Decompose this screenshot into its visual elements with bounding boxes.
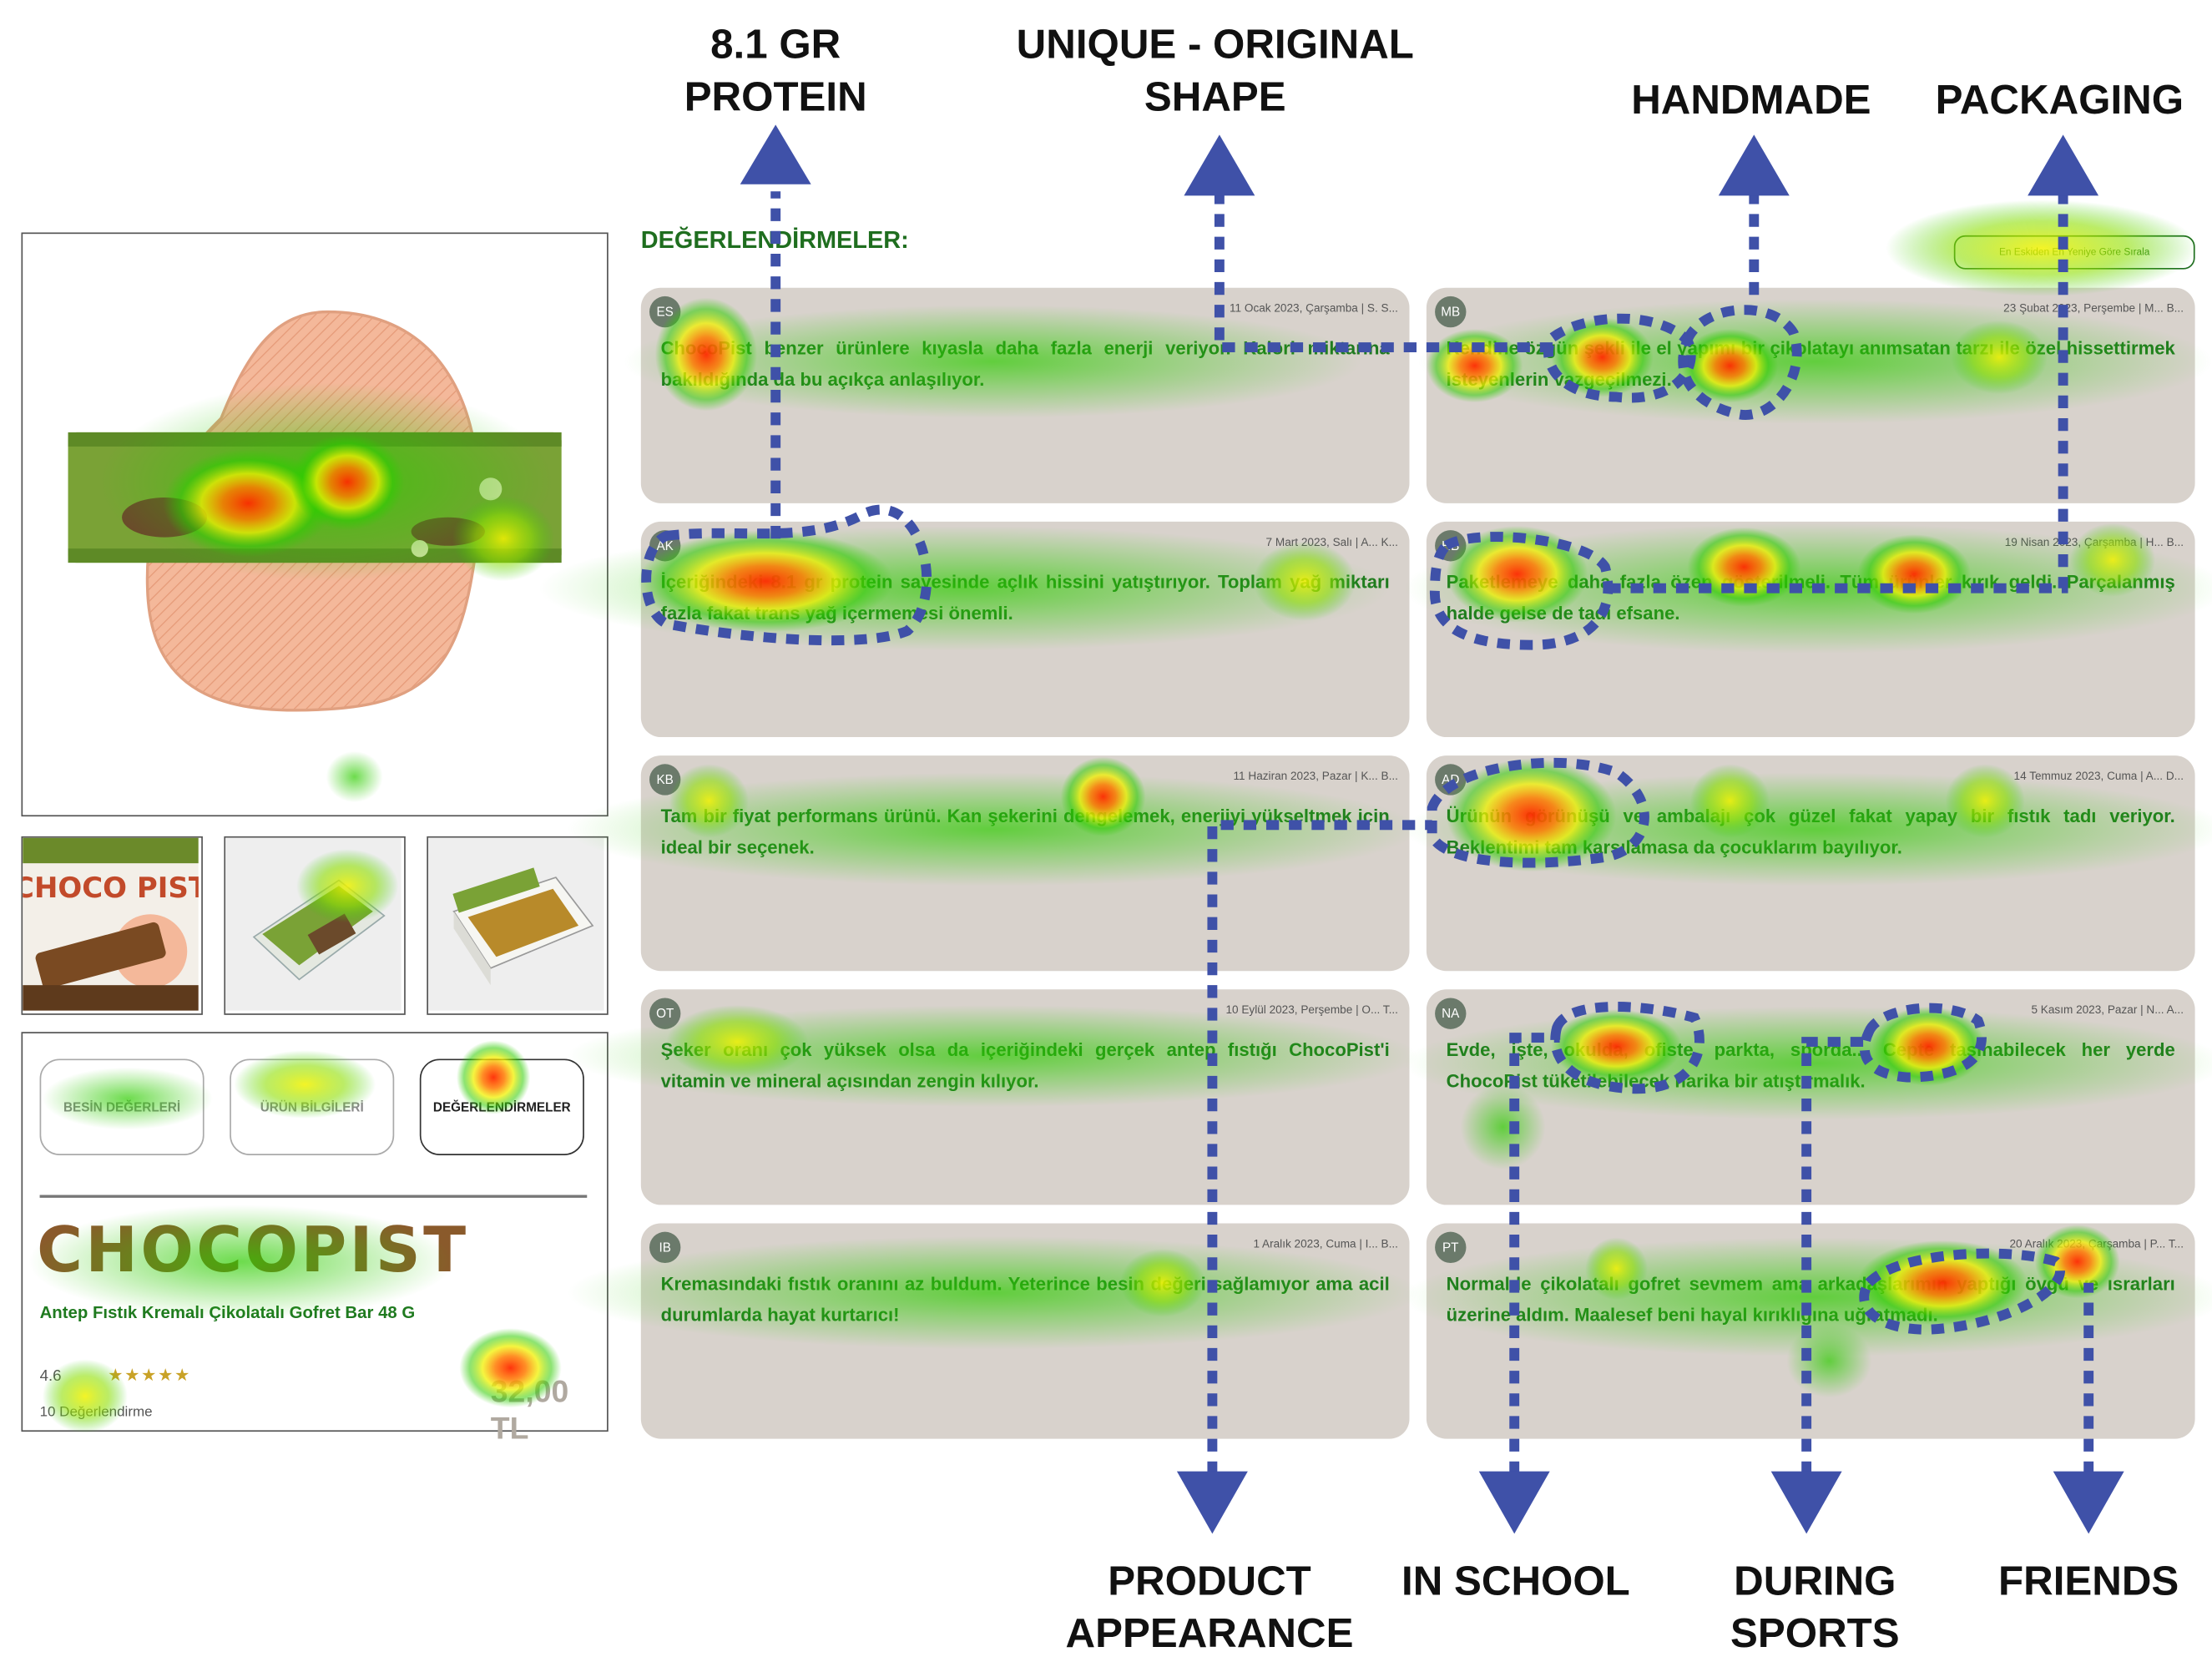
review-meta: 19 Nisan 2023, Çarşamba | H... B...: [2004, 535, 2184, 549]
arrowhead-down: [1478, 1471, 1550, 1534]
tab-product-info[interactable]: ÜRÜN BİLGİLERİ: [230, 1058, 395, 1155]
callout-appearance: PRODUCT APPEARANCE: [1065, 1558, 1354, 1658]
review-text: Normalde çikolatalı gofret sevmem ama ar…: [1446, 1272, 2175, 1326]
avatar: HB: [1435, 530, 1467, 562]
review-meta: 20 Aralık 2023, Çarşamba | P... T...: [2009, 1237, 2184, 1250]
arrowhead-up: [740, 124, 811, 184]
arrowhead-up: [1718, 134, 1790, 196]
arrowhead-down: [1770, 1471, 1842, 1534]
thumbnail-brand: CHOCO PIST: [23, 871, 199, 905]
thumbnail-3[interactable]: [427, 836, 609, 1015]
review-card: IB 1 Aralık 2023, Cuma | I... B... Krema…: [640, 1223, 1410, 1439]
callout-friends: FRIENDS: [1998, 1558, 2179, 1605]
product-info-box: BESİN DEĞERLERİ ÜRÜN BİLGİLERİ DEĞERLEND…: [21, 1032, 609, 1446]
brand-logo: CHOCOPIST: [37, 1215, 469, 1287]
review-card: OT 10 Eylül 2023, Perşembe | O... T... Ş…: [640, 989, 1410, 1205]
callout-school: IN SCHOOL: [1401, 1558, 1630, 1605]
avatar: PT: [1435, 1231, 1467, 1264]
review-text: Tam bir fiyat performans ürünü. Kan şeke…: [660, 805, 1390, 858]
review-text: İçeriğindeki 8.1 gr protein sayesinde aç…: [660, 571, 1390, 624]
review-text: Kendine özgün şekli ile el yapımı bir çi…: [1446, 337, 2175, 390]
review-card: KB 11 Haziran 2023, Pazar | K... B... Ta…: [640, 755, 1410, 972]
product-subtitle: Antep Fıstık Kremalı Çikolatalı Gofret B…: [39, 1302, 416, 1323]
callout-protein: 8.1 GR PROTEIN: [684, 23, 867, 121]
arrowhead-down: [1176, 1471, 1248, 1534]
review-meta: 14 Temmuz 2023, Cuma | A... D...: [2013, 770, 2184, 783]
avatar: MB: [1435, 296, 1467, 328]
review-meta: 23 Şubat 2023, Perşembe | M... B...: [2003, 301, 2184, 315]
product-image: [68, 310, 562, 712]
callout-packaging: PACKAGING: [1935, 78, 2184, 124]
review-card: HB 19 Nisan 2023, Çarşamba | H... B... P…: [1426, 521, 2195, 738]
tab-nutrition[interactable]: BESİN DEĞERLERİ: [39, 1058, 205, 1155]
avatar: AD: [1435, 764, 1467, 796]
avatar: AK: [649, 530, 681, 562]
review-text: ChocoPist benzer ürünlere kıyasla daha f…: [660, 337, 1390, 390]
sort-button[interactable]: En Eskiden En Yeniye Göre Sırala: [1953, 235, 2195, 270]
review-card: AD 14 Temmuz 2023, Cuma | A... D... Ürün…: [1426, 755, 2195, 972]
rating-value: 4.6: [39, 1367, 62, 1386]
price: 32,00 TL: [490, 1373, 569, 1447]
avatar: NA: [1435, 998, 1467, 1029]
review-meta: 10 Eylül 2023, Perşembe | O... T...: [1225, 1003, 1398, 1017]
review-meta: 11 Ocak 2023, Çarşamba | S. S...: [1229, 301, 1398, 315]
avatar: OT: [649, 998, 681, 1029]
review-meta: 11 Haziran 2023, Pazar | K... B...: [1233, 770, 1398, 783]
divider: [39, 1195, 588, 1198]
arrowhead-down: [2053, 1471, 2124, 1534]
review-text: Ürünün görünüşü ve ambalajı çok güzel fa…: [1446, 805, 2175, 858]
review-card: MB 23 Şubat 2023, Perşembe | M... B... K…: [1426, 287, 2195, 503]
callout-handmade: HANDMADE: [1631, 78, 1871, 124]
avatar: ES: [649, 296, 681, 328]
product-image-frame: [21, 232, 609, 817]
review-meta: 7 Mart 2023, Salı | A... K...: [1265, 535, 1398, 549]
review-text: Evde, işte, okulda, ofiste, parkta, spor…: [1446, 1038, 2175, 1092]
tab-reviews[interactable]: DEĞERLENDİRMELER: [419, 1058, 584, 1155]
review-text: Paketlemeye daha fazla özen gösterilmeli…: [1446, 571, 2175, 624]
review-text: Şeker oranı çok yüksek olsa da içeriğind…: [660, 1038, 1390, 1092]
thumbnail-2[interactable]: [224, 836, 406, 1015]
callout-shape: UNIQUE - ORIGINAL SHAPE: [1016, 23, 1414, 121]
rating-stars: ★★★★★: [108, 1365, 191, 1386]
avatar: KB: [649, 764, 681, 796]
arrowhead-up: [2028, 134, 2099, 196]
review-card: NA 5 Kasım 2023, Pazar | N... A... Evde,…: [1426, 989, 2195, 1205]
reviews-count[interactable]: 10 Değerlendirme: [39, 1404, 153, 1421]
review-card: AK 7 Mart 2023, Salı | A... K... İçeriği…: [640, 521, 1410, 738]
arrowhead-up: [1184, 134, 1255, 196]
review-meta: 1 Aralık 2023, Cuma | I... B...: [1253, 1237, 1398, 1250]
review-meta: 5 Kasım 2023, Pazar | N... A...: [2031, 1003, 2184, 1017]
review-text: Kremasındaki fıstık oranını az buldum. Y…: [660, 1272, 1390, 1326]
callout-sports: DURING SPORTS: [1730, 1558, 1900, 1658]
reviews-heading: DEĞERLENDİRMELER:: [640, 226, 909, 254]
thumbnail-1[interactable]: CHOCO PIST: [21, 836, 203, 1015]
review-card: PT 20 Aralık 2023, Çarşamba | P... T... …: [1426, 1223, 2195, 1439]
review-card: ES 11 Ocak 2023, Çarşamba | S. S... Choc…: [640, 287, 1410, 503]
avatar: IB: [649, 1231, 681, 1264]
